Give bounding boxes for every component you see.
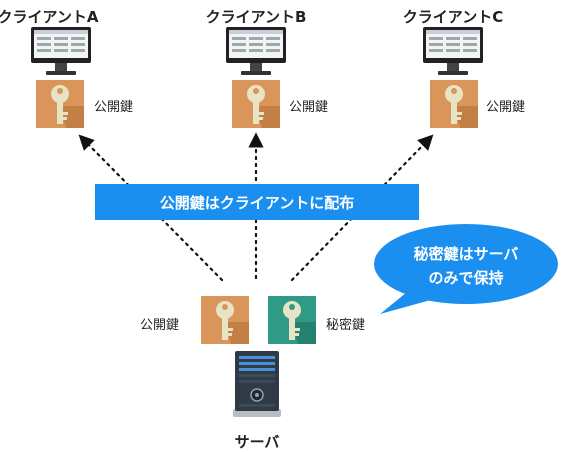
speech-bubble-shape xyxy=(374,224,558,314)
server-icon xyxy=(233,351,281,417)
public-key-icon xyxy=(36,80,84,128)
public-key-icon xyxy=(232,80,280,128)
client-a-label: クライアントA xyxy=(0,8,99,26)
client-c-label: クライアントC xyxy=(402,8,504,26)
monitor-icon xyxy=(226,27,286,75)
public-key-icon xyxy=(201,296,249,344)
client-b-key-label: 公開鍵 xyxy=(289,100,329,115)
client-b-label: クライアントB xyxy=(205,8,307,26)
private-key-callout: 秘密鍵はサーバ のみで保持 xyxy=(378,242,554,290)
server-label: サーバ xyxy=(234,433,280,451)
monitor-icon xyxy=(423,27,483,75)
callout-line-2: のみで保持 xyxy=(428,269,504,287)
client-a-key-label: 公開鍵 xyxy=(94,100,134,115)
client-c-key-label: 公開鍵 xyxy=(486,100,526,115)
public-key-icon xyxy=(430,80,478,128)
distribution-banner: 公開鍵はクライアントに配布 xyxy=(95,184,419,220)
server-private-key-label: 秘密鍵 xyxy=(326,318,366,333)
private-key-icon xyxy=(268,296,316,344)
callout-line-1: 秘密鍵はサーバ xyxy=(413,245,519,263)
monitor-icon xyxy=(31,27,91,75)
server-public-key-label: 公開鍵 xyxy=(140,318,180,333)
